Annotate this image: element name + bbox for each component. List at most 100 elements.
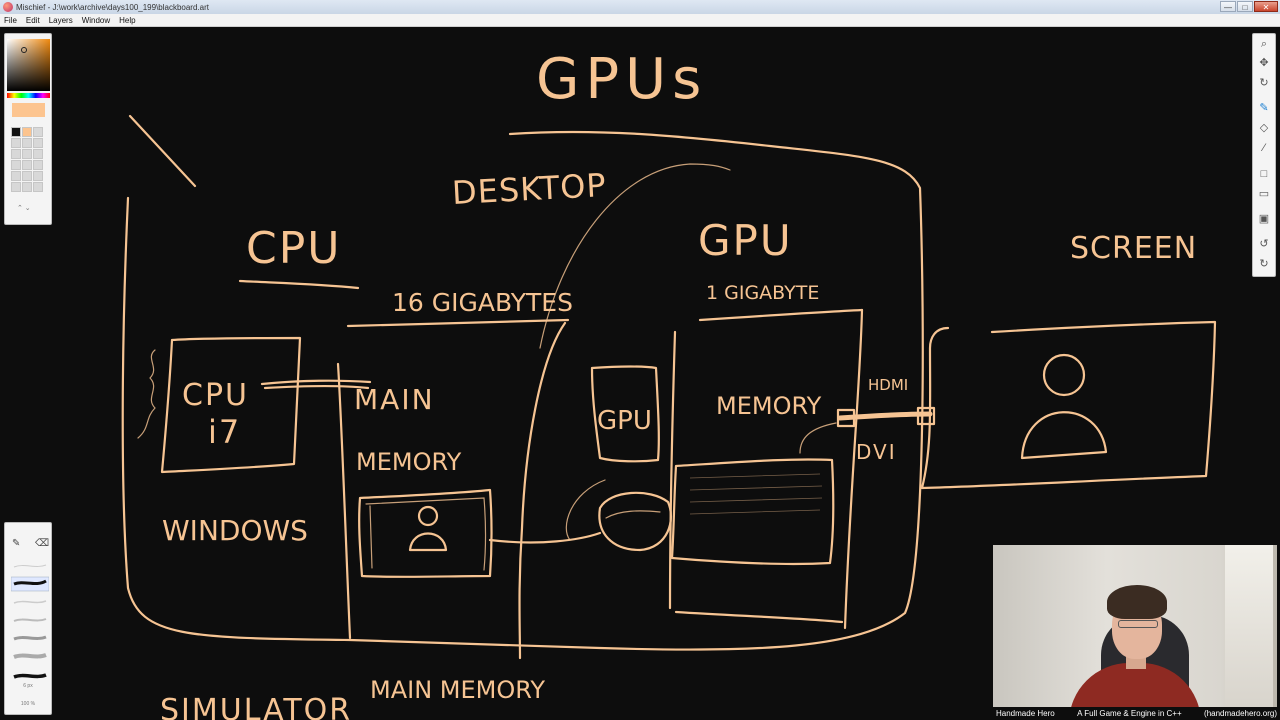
undo-icon[interactable]: ↺ [1259,238,1269,250]
swatch-empty[interactable] [33,138,43,148]
swatch-black[interactable] [11,127,21,137]
desktop-label: DESKTOP [451,165,608,213]
cpu-chip-label: CPU [182,378,249,413]
gpu-bay-curve [539,163,731,349]
swatch-empty[interactable] [11,182,21,192]
swatch-empty[interactable] [33,171,43,181]
rotate-tool-icon[interactable]: ↻ [1259,77,1269,89]
swatch-empty[interactable] [11,149,21,159]
main-memory-left-stroke [336,362,352,640]
swatch-empty[interactable] [33,127,43,137]
screen-person-body [1020,411,1108,460]
swatch-peach[interactable] [22,127,32,137]
swatch-empty[interactable] [11,160,21,170]
gpu-framebuffer-hatch [689,473,823,515]
desktop-outline-stroke [121,114,924,651]
main-memory-label: MEMORY [356,448,462,476]
transfer-arc [565,479,606,541]
menu-window[interactable]: Window [81,15,111,25]
copy-scribble [605,510,661,519]
swatch-empty[interactable] [11,138,21,148]
gpu-memory-right-stroke [843,308,864,630]
gpu-memory-bottom-stroke [674,610,844,624]
drawing-canvas[interactable]: GPUs DESKTOP CPU GPU SCREEN 16 GIGABYTES… [0,28,1280,720]
minimize-button[interactable]: — [1220,1,1236,12]
right-toolbar: ⌕ ✥ ↻ ✎ ◇ ⁄ □ ▭ ▣ ↺ ↻ [1252,33,1276,277]
windows-label: WINDOWS [162,514,308,547]
hue-slider[interactable] [7,93,50,98]
mischief-logo-icon [3,2,13,12]
cpu-model-label: i7 [208,413,242,451]
hdmi-port-right [916,406,936,426]
webcam-person-hair [1107,585,1167,619]
menu-help[interactable]: Help [119,15,136,25]
screen-person-head [1042,353,1086,397]
swatch-empty[interactable] [22,171,32,181]
eraser-tool-icon[interactable]: ⌫ [35,538,50,549]
main-label: MAIN [354,383,435,416]
swatch-empty[interactable] [22,182,32,192]
gpu-heading: GPU [698,216,793,265]
window-controls: — □ ✕ [1220,1,1278,12]
image-tool-icon[interactable]: ▣ [1258,213,1270,225]
menu-layers[interactable]: Layers [48,15,73,25]
footer-tagline: A Full Game & Engine in C++ [1077,709,1182,718]
swatch-empty[interactable] [11,171,21,181]
screen-label: SCREEN [1070,231,1198,266]
eyedropper-tool-icon[interactable]: ⁄ [1263,142,1265,154]
swatch-empty[interactable] [33,149,43,159]
color-panel: ⌃ ⌄ [4,33,52,225]
gpu-memory-label: MEMORY [716,392,822,420]
selection-tool-icon[interactable]: □ [1260,168,1268,180]
menu-edit[interactable]: Edit [25,15,40,25]
gpu-bay-left-edge [518,321,567,660]
brush-tool-icon[interactable]: ✎ [1259,102,1269,114]
swatch-grid [11,127,43,192]
maximize-button[interactable]: □ [1237,1,1253,12]
gpu-chip-label: GPU [597,406,652,436]
brush-opacity-value[interactable]: 100 % [20,701,36,707]
main-memory-top-stroke [346,318,570,328]
marquee-tool-icon[interactable]: ▭ [1258,188,1270,200]
hdmi-cable-stroke [837,411,933,421]
gpu-memory-left-stroke [668,330,677,610]
pan-tool-icon[interactable]: ✥ [1259,57,1269,69]
ink-strokes [121,114,1217,660]
eraser-tool-icon[interactable]: ◇ [1259,122,1269,134]
gpu-memory-top-stroke [698,308,864,322]
swatch-empty[interactable] [33,182,43,192]
swatch-empty[interactable] [22,138,32,148]
bottom-main-memory-label: MAIN MEMORY [370,676,546,704]
webcam-person-glasses [1118,620,1158,628]
webcam-overlay [993,545,1277,707]
swatch-empty[interactable] [33,160,43,170]
copy-blob-stroke [598,491,673,552]
main-framebuffer-box [358,488,493,578]
cpu-underline-stroke [238,279,360,290]
zoom-tool-icon[interactable]: ⌕ [1260,38,1268,50]
main-framebuffer-box-inner [365,497,487,571]
swatch-empty[interactable] [22,149,32,159]
brush-size-value[interactable]: 6 px [23,683,33,689]
footer-show-name: Handmade Hero [996,709,1055,718]
redo-icon[interactable]: ↻ [1259,258,1269,270]
brush-presets[interactable] [11,561,49,691]
brush-panel: ✎ ⌫ 6 px 100 % [4,522,52,715]
close-button[interactable]: ✕ [1254,1,1278,12]
cpu-bus-stroke [260,379,372,390]
menu-file[interactable]: File [4,15,17,25]
current-color-swatch[interactable] [12,103,45,117]
swatch-scroll-arrows-icon[interactable]: ⌃ ⌄ [17,205,31,212]
webcam-background-strip [1225,545,1273,707]
transfer-link-stroke [488,531,602,544]
title-bar: Mischief - J:\work\archive\days100_199\b… [0,0,1280,14]
window-title: Mischief - J:\work\archive\days100_199\b… [16,2,209,12]
saturation-value-picker[interactable] [7,39,50,91]
color-picker-handle[interactable] [21,47,27,53]
main-person-head [417,505,439,527]
cpu-heading: CPU [246,223,342,274]
pencil-tool-icon[interactable]: ✎ [12,538,21,549]
simulator-label: SIMULATOR [160,693,353,720]
swatch-empty[interactable] [22,160,32,170]
menu-bar: File Edit Layers Window Help [0,14,1280,27]
